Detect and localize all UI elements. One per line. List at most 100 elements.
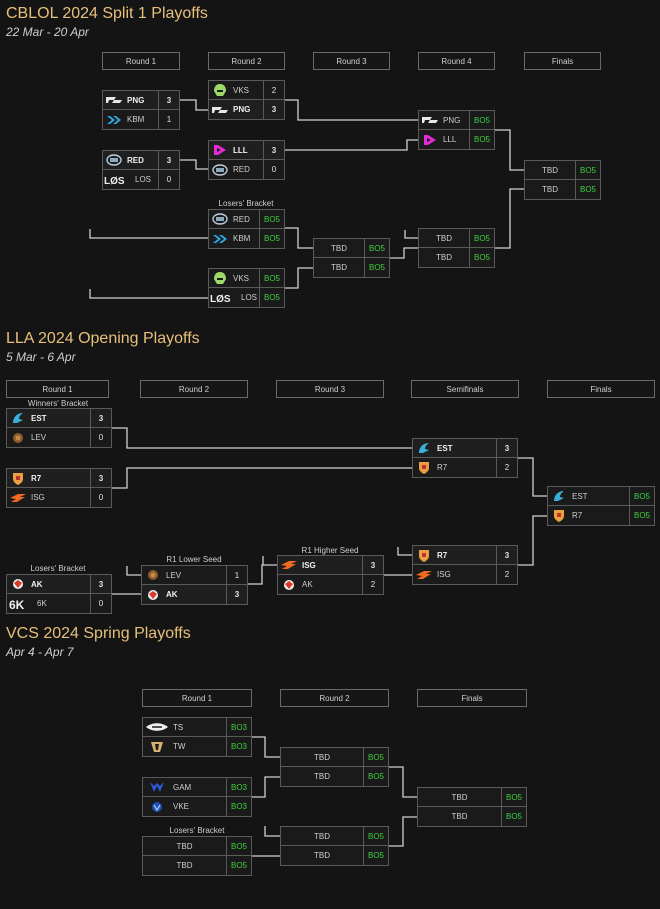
vcs-losers-match[interactable]: TBD BO5 TBD BO5 <box>142 836 252 876</box>
match-team-row[interactable]: R7 BO5 <box>547 506 655 526</box>
cblol-round-4-header[interactable]: Round 4 <box>418 52 495 70</box>
match-team-row[interactable]: TBD BO5 <box>417 807 527 827</box>
match-team-row[interactable]: LEV 1 <box>141 565 248 585</box>
lla-r1-match-r7-isg[interactable]: R7 3 ISG 0 <box>6 468 112 508</box>
match-team-row[interactable]: EST 3 <box>6 408 112 428</box>
match-team-row[interactable]: TW BO3 <box>142 737 252 757</box>
cblol-r1-match-png-kbm[interactable]: PNG 3 KBM 1 <box>102 90 180 130</box>
match-team-row[interactable]: TBD BO5 <box>280 747 389 767</box>
lla-round-3-header[interactable]: Round 3 <box>276 380 384 398</box>
match-team-row[interactable]: RED 3 <box>102 150 180 170</box>
match-team-row[interactable]: TBD BO5 <box>417 787 527 807</box>
match-team-row[interactable]: TBD BO5 <box>280 846 389 866</box>
best-of-label: BO5 <box>363 767 388 786</box>
vcs-r1-match-gam-vke[interactable]: GAM BO3 VKE BO3 <box>142 777 252 817</box>
isg-logo-icon <box>413 565 435 584</box>
cblol-r2-match-vks-png[interactable]: VKS 2 PNG 3 <box>208 80 285 120</box>
match-team-row[interactable]: ISG 3 <box>277 555 384 575</box>
match-team-row[interactable]: LEV 0 <box>6 428 112 448</box>
lla-r1-match-ak-6k[interactable]: AK 3 6K 6K 0 <box>6 574 112 614</box>
vcs-round-2-header[interactable]: Round 2 <box>280 689 389 707</box>
best-of-label: BO5 <box>259 288 284 307</box>
cblol-r2-match-lll-red[interactable]: LLL 3 RED 0 <box>208 140 285 180</box>
match-team-row[interactable]: VKS 2 <box>208 80 285 100</box>
lla-sf-match-r7-isg[interactable]: R7 3 ISG 2 <box>412 545 518 585</box>
match-team-row[interactable]: ISG 0 <box>6 488 112 508</box>
cblol-r2-match-vks-los[interactable]: VKS BO5 LØS LOS BO5 <box>208 268 285 308</box>
match-team-row[interactable]: LLL BO5 <box>418 130 495 150</box>
match-team-row[interactable]: 6K 6K 0 <box>6 594 112 614</box>
cblol-round-3-header[interactable]: Round 3 <box>313 52 390 70</box>
team-name: AK <box>166 590 178 599</box>
match-team-row[interactable]: KBM BO5 <box>208 229 285 249</box>
match-team-row[interactable]: PNG 3 <box>208 100 285 120</box>
lla-semifinals-header[interactable]: Semifinals <box>411 380 519 398</box>
lla-round-2-header[interactable]: Round 2 <box>140 380 248 398</box>
vcs-finals-header[interactable]: Finals <box>417 689 527 707</box>
match-team-row[interactable]: EST BO5 <box>547 486 655 506</box>
cblol-round-2-header[interactable]: Round 2 <box>208 52 285 70</box>
match-team-row[interactable]: R7 2 <box>412 458 518 478</box>
team-name: LOS <box>241 293 258 302</box>
lla-round-1-header[interactable]: Round 1 <box>6 380 109 398</box>
lla-sf-match-est-r7[interactable]: EST 3 R7 2 <box>412 438 518 478</box>
match-team-row[interactable]: TBD BO5 <box>142 856 252 876</box>
match-team-row[interactable]: PNG 3 <box>102 90 180 110</box>
match-team-row[interactable]: TBD BO5 <box>142 836 252 856</box>
match-team-row[interactable]: TS BO3 <box>142 717 252 737</box>
match-team-row[interactable]: VKE BO3 <box>142 797 252 817</box>
match-team-row[interactable]: TBD BO5 <box>524 160 601 180</box>
lll-logo-icon <box>209 141 231 159</box>
cblol-round-1-header[interactable]: Round 1 <box>102 52 180 70</box>
cblol-r2-match-red-kbm[interactable]: RED BO5 KBM BO5 <box>208 209 285 249</box>
match-team-row[interactable]: TBD BO5 <box>313 258 390 278</box>
vks-logo-icon <box>209 81 231 99</box>
lla-r2-match-lev-ak[interactable]: LEV 1 AK 3 <box>141 565 248 605</box>
match-team-row[interactable]: TBD BO5 <box>280 767 389 787</box>
cblol-r4-match-png-lll[interactable]: PNG BO5 LLL BO5 <box>418 110 495 150</box>
lla-r1-match-est-lev[interactable]: EST 3 LEV 0 <box>6 408 112 448</box>
team-name: TBD <box>176 841 193 851</box>
match-team-row[interactable]: TBD BO5 <box>524 180 601 200</box>
cblol-finals-header[interactable]: Finals <box>524 52 601 70</box>
r7-logo-icon <box>548 506 570 525</box>
isg-logo-icon <box>7 488 29 507</box>
cblol-finals-match[interactable]: TBD BO5 TBD BO5 <box>524 160 601 200</box>
match-team-row[interactable]: PNG BO5 <box>418 110 495 130</box>
team-score: 3 <box>226 585 247 604</box>
match-team-row[interactable]: LLL 3 <box>208 140 285 160</box>
cblol-r4-match-tbd[interactable]: TBD BO5 TBD BO5 <box>418 228 495 268</box>
match-team-row[interactable]: TBD BO5 <box>418 228 495 248</box>
cblol-r3-match[interactable]: TBD BO5 TBD BO5 <box>313 238 390 278</box>
match-team-row[interactable]: R7 3 <box>6 468 112 488</box>
r7-logo-icon <box>7 469 29 487</box>
match-team-row[interactable]: R7 3 <box>412 545 518 565</box>
match-team-row[interactable]: VKS BO5 <box>208 268 285 288</box>
lla-r3-match-isg-ak[interactable]: ISG 3 AK 2 <box>277 555 384 595</box>
match-team-row[interactable]: RED 0 <box>208 160 285 180</box>
lla-finals-match[interactable]: EST BO5 R7 BO5 <box>547 486 655 526</box>
match-team-row[interactable]: AK 2 <box>277 575 384 595</box>
vcs-r2-match-b[interactable]: TBD BO5 TBD BO5 <box>280 826 389 866</box>
vcs-finals-match[interactable]: TBD BO5 TBD BO5 <box>417 787 527 827</box>
lla-finals-header[interactable]: Finals <box>547 380 655 398</box>
team-score: 0 <box>90 428 111 447</box>
match-team-row[interactable]: TBD BO5 <box>313 238 390 258</box>
match-team-row[interactable]: AK 3 <box>6 574 112 594</box>
cblol-r1-match-red-los[interactable]: RED 3 LØS LOS 0 <box>102 150 180 190</box>
match-team-row[interactable]: EST 3 <box>412 438 518 458</box>
match-team-row[interactable]: LØS LOS BO5 <box>208 288 285 308</box>
vcs-r1-match-ts-tw[interactable]: TS BO3 TW BO3 <box>142 717 252 757</box>
match-team-row[interactable]: RED BO5 <box>208 209 285 229</box>
match-team-row[interactable]: TBD BO5 <box>280 826 389 846</box>
match-team-row[interactable]: KBM 1 <box>102 110 180 130</box>
match-team-row[interactable]: TBD BO5 <box>418 248 495 268</box>
best-of-label: BO5 <box>501 807 526 826</box>
vcs-r2-match-a[interactable]: TBD BO5 TBD BO5 <box>280 747 389 787</box>
match-team-row[interactable]: AK 3 <box>141 585 248 605</box>
match-team-row[interactable]: ISG 2 <box>412 565 518 585</box>
lev-logo-icon <box>142 566 164 584</box>
match-team-row[interactable]: LØS LOS 0 <box>102 170 180 190</box>
match-team-row[interactable]: GAM BO3 <box>142 777 252 797</box>
vcs-round-1-header[interactable]: Round 1 <box>142 689 252 707</box>
